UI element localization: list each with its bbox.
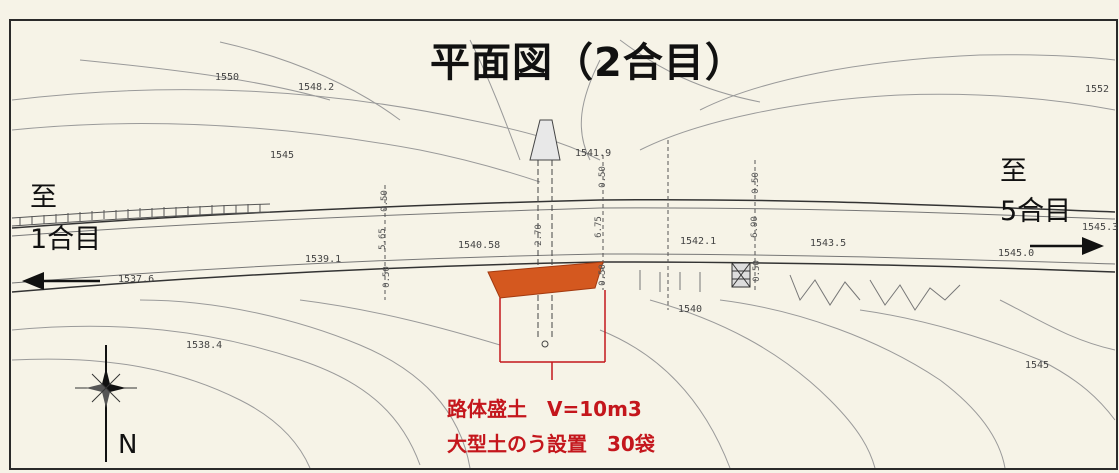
section-width-label: 5.65 [377, 228, 388, 250]
north-label: N [118, 430, 138, 460]
elevation-label: 1545.3 [1082, 222, 1119, 233]
section-width-label: 0.50 [750, 172, 761, 194]
section-lines [384, 140, 756, 310]
elevation-label: 1548.2 [298, 82, 335, 93]
section-width-label: 0.50 [379, 190, 390, 212]
destination-left-to: 至 [30, 182, 57, 213]
contour-lines [11, 39, 1116, 469]
gabion-box [731, 262, 751, 288]
elevation-label: 1540.58 [458, 240, 501, 251]
elevation-label: 1540 [678, 304, 703, 315]
section-width-label: 0.50 [751, 260, 762, 282]
destination-right-to: 至 [1000, 156, 1027, 187]
arrow-right [1030, 237, 1104, 255]
elevation-label: 1539.1 [305, 254, 342, 265]
elevation-label: 1545.0 [998, 248, 1035, 259]
annotation-embankment: 路体盛土 V=10m3 [447, 397, 642, 421]
elevation-label: 1541.9 [575, 148, 612, 159]
culvert [529, 119, 561, 348]
elevation-label: 1538.4 [186, 340, 223, 351]
elevation-label: 1552 [1085, 84, 1110, 95]
elevation-label: 1542.1 [680, 236, 717, 247]
annotation-sandbags: 大型土のう設置 30袋 [447, 432, 655, 456]
elevation-label: 1550 [215, 72, 240, 83]
elevation-label: 1537.6 [118, 274, 155, 285]
annotation-bracket [499, 290, 606, 380]
destination-right-station: 5合目 [1000, 196, 1072, 227]
section-width-label: 0.50 [597, 264, 608, 286]
section-width-label: 2.70 [533, 224, 544, 246]
section-width-label: 0.50 [597, 166, 608, 188]
section-width-label: 0.50 [381, 266, 392, 288]
elevation-label: 1545 [270, 150, 295, 161]
retaining-wall [11, 203, 271, 227]
north-arrow-icon [75, 345, 137, 462]
arrow-left [22, 272, 100, 290]
section-width-label: 6.90 [749, 216, 760, 238]
embankment-fill-area [487, 261, 604, 299]
section-width-label: 6.75 [593, 216, 604, 238]
destination-left-station: 1合目 [30, 224, 102, 255]
map-title: 平面図（2合目） [430, 40, 746, 86]
elevation-label: 1543.5 [810, 238, 847, 249]
map-frame [9, 19, 1118, 470]
slope-symbols [639, 270, 961, 311]
elevation-label: 1545 [1025, 360, 1050, 371]
